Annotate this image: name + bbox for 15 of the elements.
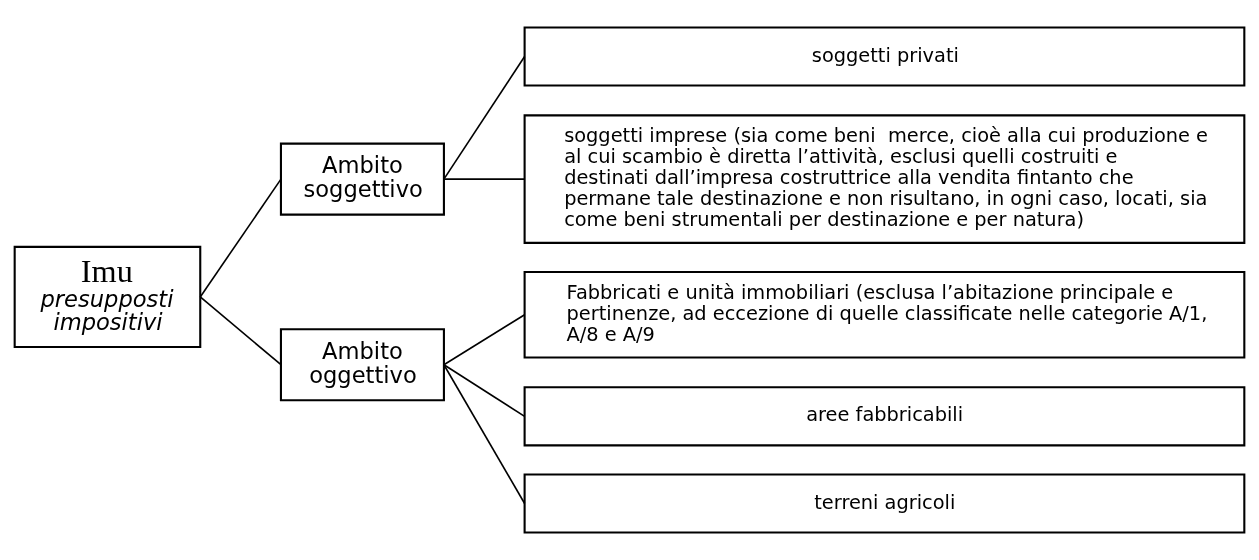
connector <box>443 178 526 180</box>
connector <box>443 363 526 505</box>
node-box: Fabbricati e unità immobiliari (esclusa l’abitazione principale e pertinenze, ad eccezione di quelle classificate nelle categorie A/1, A/8 e A/9 <box>523 270 1246 359</box>
node-box: Ambito soggettivo <box>279 142 445 216</box>
connector <box>199 296 282 366</box>
node-box: aree fabbricabili <box>523 386 1246 447</box>
connector <box>199 178 282 298</box>
connector <box>443 313 526 366</box>
connector <box>443 55 526 180</box>
connector <box>443 363 526 418</box>
node-box: Imu presupposti impositivi <box>13 245 202 349</box>
node-box: soggetti imprese (sia come beni merce, cioè alla cui produzione e al cui scambio è diretta l’attività, esclusi quelli costruiti e destinati dall’impresa costruttrice alla vendita fintanto che permane tale destinazione e non risultano, in ogni caso, locati, sia come beni strumentali per destinazione e per natura) <box>523 114 1246 244</box>
node-box: soggetti privati <box>523 26 1246 87</box>
node-box: terreni agricoli <box>523 473 1246 534</box>
node-box: Ambito oggettivo <box>279 328 445 402</box>
